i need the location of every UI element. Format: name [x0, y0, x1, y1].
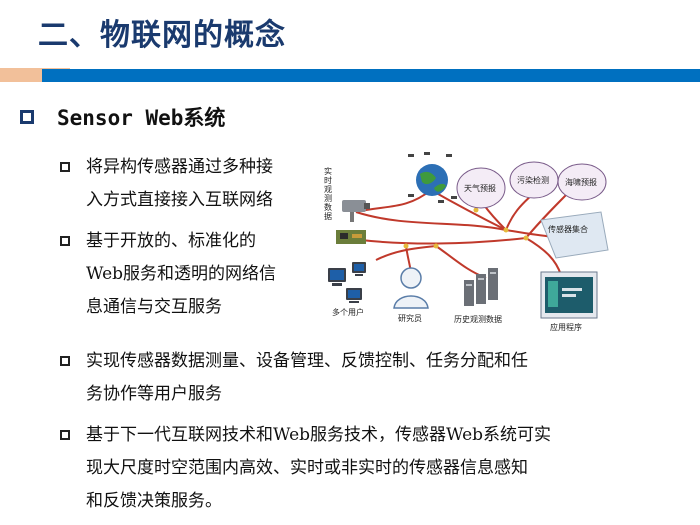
researcher-label: 研究员: [398, 313, 422, 323]
sensor-web-diagram: 实 时 观 测 数 据 天气预报 污染检测 海啸预报 传感器集合: [324, 152, 609, 332]
svg-text:传感器集合: 传感器集合: [548, 224, 588, 234]
bullet-line: Web服务和透明的网络信: [86, 264, 277, 284]
tsunami-cloud: 海啸预报: [557, 163, 607, 201]
svg-text:据: 据: [324, 211, 332, 221]
realtime-data-label: 实 时 观 测 数 据: [324, 166, 332, 221]
bullet-item: 基于下一代互联网技术和Web服务技术，传感器Web系统可实 现大尺度时空范围内高…: [86, 419, 551, 518]
svg-text:观: 观: [324, 185, 332, 194]
bullet-line: 现大尺度时空范围内高效、实时或非实时的传感器信息感知: [86, 458, 528, 478]
history-label: 历史观测数据: [454, 314, 502, 324]
svg-text:测: 测: [324, 194, 332, 203]
svg-text:污染检测: 污染检测: [517, 175, 549, 185]
server-icons: [464, 268, 498, 306]
section-heading: Sensor Web系统: [57, 106, 226, 130]
bullet-item: 将异构传感器通过多种接 入方式直接接入互联网络: [86, 151, 273, 217]
svg-text:时: 时: [324, 175, 332, 185]
weather-cloud: 天气预报: [456, 167, 506, 209]
camera-icon: [342, 200, 370, 222]
researcher-icon: [393, 267, 429, 309]
svg-text:天气预报: 天气预报: [464, 183, 496, 193]
bullet-icon: [60, 236, 70, 246]
bullet-item: 基于开放的、标准化的 Web服务和透明的网络信 息通信与交互服务: [86, 225, 276, 324]
app-label: 应用程序: [550, 322, 582, 332]
heading-bullet-icon: [20, 110, 34, 124]
bullet-line: 入方式直接接入互联网络: [86, 190, 273, 210]
bullet-item: 实现传感器数据测量、设备管理、反馈控制、任务分配和任 务协作等用户服务: [86, 345, 528, 411]
bullet-icon: [60, 356, 70, 366]
bullet-line: 和反馈决策服务。: [86, 491, 222, 511]
svg-text:实: 实: [324, 166, 332, 176]
bullet-line: 实现传感器数据测量、设备管理、反馈控制、任务分配和任: [86, 351, 528, 371]
bullet-line: 基于下一代互联网技术和Web服务技术，传感器Web系统可实: [86, 425, 552, 445]
bullet-icon: [60, 162, 70, 172]
slide-title: 二、物联网的概念: [38, 18, 286, 53]
bullet-line: 基于开放的、标准化的: [86, 231, 256, 251]
satellite-icons: [408, 152, 457, 203]
sensor-set-map: 传感器集合: [540, 211, 609, 259]
bullet-line: 务协作等用户服务: [86, 384, 222, 404]
application-window-icon: [540, 271, 598, 319]
bullet-line: 息通信与交互服务: [86, 297, 222, 317]
pollution-cloud: 污染检测: [509, 161, 559, 199]
svg-text:海啸预报: 海啸预报: [565, 177, 597, 187]
bullet-icon: [60, 430, 70, 440]
title-underline-bar: [42, 69, 700, 82]
globe-icon: [416, 164, 448, 196]
multi-user-label: 多个用户: [332, 307, 364, 317]
sensor-board-icon: [336, 230, 366, 244]
screen-glare: [330, 264, 364, 298]
svg-text:数: 数: [324, 202, 332, 212]
bullet-line: 将异构传感器通过多种接: [86, 157, 273, 177]
